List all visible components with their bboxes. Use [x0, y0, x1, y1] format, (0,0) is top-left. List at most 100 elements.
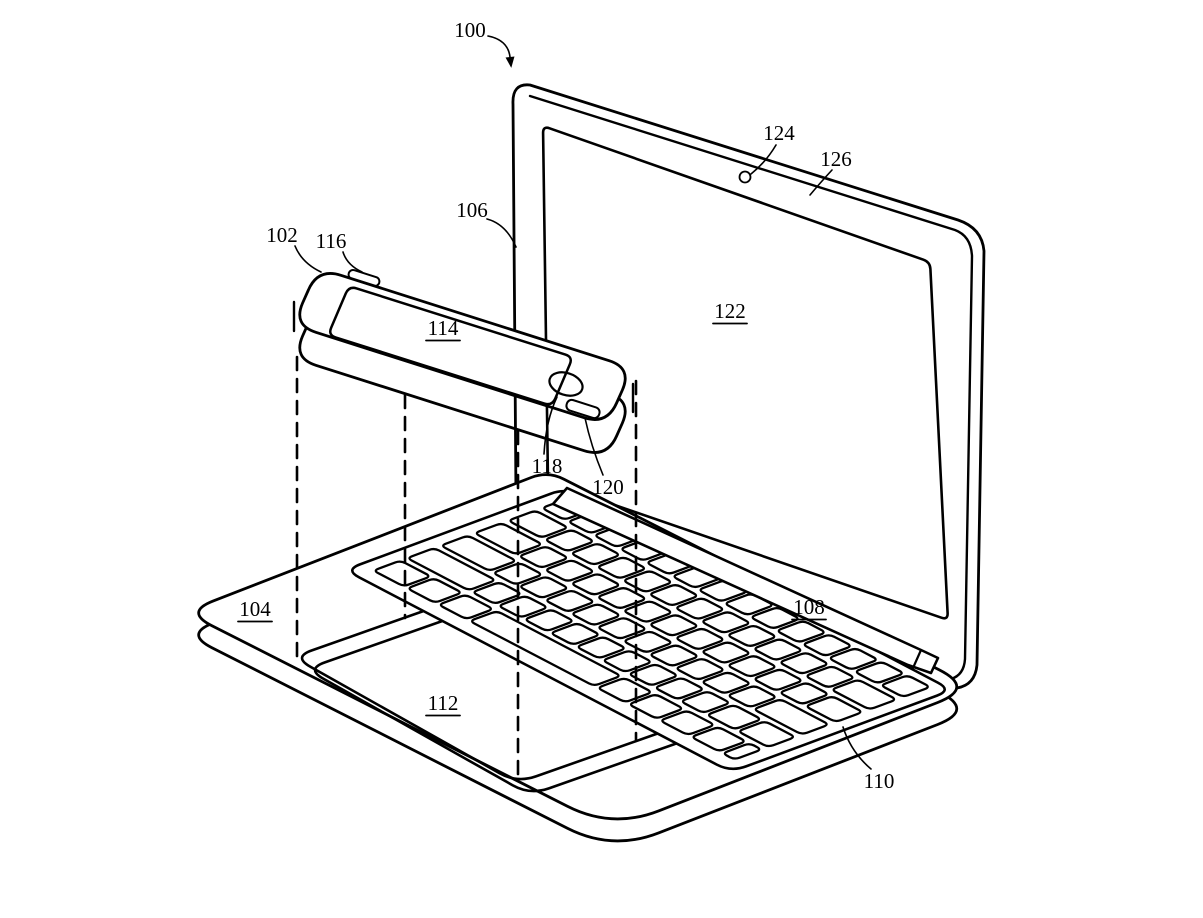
leader-line-106	[486, 218, 517, 248]
phone	[292, 269, 635, 454]
keyboard-key	[739, 721, 794, 748]
hinge-end-cap	[911, 648, 923, 670]
keyboard-key	[408, 547, 495, 591]
keyboard-key	[546, 589, 594, 612]
ref-label-110: 110	[864, 769, 895, 793]
keyboard-key	[754, 638, 802, 661]
ref-label-114: 114	[428, 316, 459, 340]
keyboard-key	[499, 595, 547, 618]
leader-line-124	[750, 144, 777, 175]
reference-labels: 100 102 116 106 124 126 122 114 118 120 104 108 112 1…	[237, 18, 895, 793]
keyboard-key	[374, 560, 430, 587]
keyboard-key	[780, 652, 828, 675]
leader-line-100	[487, 35, 511, 58]
keyboard-key	[509, 510, 567, 538]
leader-line-126	[809, 169, 833, 196]
phone-screen	[329, 286, 572, 406]
keyboard-key	[780, 682, 828, 705]
keyboard-key	[520, 546, 568, 569]
keyboard-key	[708, 704, 761, 730]
keyboard-key	[650, 584, 698, 607]
keyboard-key	[832, 679, 896, 710]
hinge-bar	[551, 486, 940, 675]
keyboard-key	[702, 611, 750, 634]
ref-label-102: 102	[266, 223, 298, 247]
leader-line-116	[342, 251, 363, 273]
phone-side-edges	[292, 300, 635, 414]
keyboard-key	[728, 624, 776, 647]
keyboard-key	[577, 636, 625, 659]
keyboard-key	[681, 691, 729, 714]
keyboard-key	[572, 543, 619, 566]
ref-label-120: 120	[592, 475, 624, 499]
keyboard-key	[546, 529, 593, 552]
keyboard-key	[603, 650, 651, 673]
keyboard-key	[676, 597, 724, 620]
keyboard-key	[473, 582, 521, 604]
phone-body	[298, 272, 627, 421]
keyboard-key	[439, 594, 492, 620]
keyboard-key	[598, 617, 646, 640]
ref-label-116: 116	[316, 229, 347, 253]
arrowhead-icon	[505, 56, 515, 68]
keyboard-key	[520, 576, 568, 599]
hinge-bar-body	[551, 486, 940, 675]
home-button-icon	[548, 371, 584, 397]
ref-label-108: 108	[793, 595, 825, 619]
ref-label-106: 106	[456, 198, 488, 222]
keyboard-key	[572, 603, 620, 626]
keyboard-key	[754, 668, 802, 691]
keyboard-key	[630, 694, 683, 719]
keyboard-key	[728, 655, 776, 678]
keyboard-key	[525, 609, 573, 632]
keyboard-key	[855, 661, 903, 684]
keyboard-key	[661, 710, 714, 736]
keyboard-key	[475, 522, 541, 555]
keyboard-key	[442, 535, 516, 572]
keyboard-key	[551, 622, 599, 645]
ref-label-122: 122	[714, 299, 746, 323]
keyboard-key	[598, 587, 646, 609]
keyboard-key	[728, 685, 776, 708]
ref-label-100: 100	[454, 18, 486, 42]
keyboard-key	[572, 573, 620, 596]
leader-line-120	[584, 417, 604, 476]
leader-line-102	[294, 245, 322, 273]
keyboard-key	[754, 699, 828, 735]
keyboard-key	[806, 665, 854, 688]
lid-outer-edge	[511, 83, 986, 690]
leader-line-110	[842, 726, 872, 770]
keyboard-key	[692, 726, 745, 752]
camera-icon	[738, 170, 752, 184]
keyboard-key	[751, 607, 799, 629]
ref-label-118: 118	[532, 454, 563, 478]
keyboard-key	[655, 677, 703, 700]
keyboard-key	[629, 663, 677, 686]
keyboard-key	[723, 743, 761, 760]
ref-label-126: 126	[820, 147, 852, 171]
ref-label-112: 112	[428, 691, 459, 715]
keyboard-key	[881, 675, 929, 698]
keyboard-key	[676, 627, 724, 650]
leader-line-118	[543, 396, 558, 455]
lid-rim-line	[528, 94, 974, 681]
keyboard-key	[676, 658, 724, 681]
keyboard-key	[829, 647, 877, 670]
keyboard-key	[702, 671, 750, 694]
ref-label-104: 104	[239, 597, 271, 621]
keyboard-key	[408, 578, 461, 603]
keyboard-key	[803, 634, 851, 657]
keyboard-key	[546, 559, 594, 582]
keyboard-key	[598, 556, 646, 579]
keyboard-key	[650, 644, 698, 667]
keyboard-key	[471, 610, 620, 687]
keyboard-key	[650, 614, 698, 637]
ref-label-124: 124	[763, 121, 795, 145]
keyboard-key	[702, 641, 750, 664]
keyboard-key	[777, 620, 825, 643]
keyboard-key	[806, 696, 862, 723]
connector-slot-icon	[565, 398, 601, 420]
projection-lines	[295, 355, 638, 782]
